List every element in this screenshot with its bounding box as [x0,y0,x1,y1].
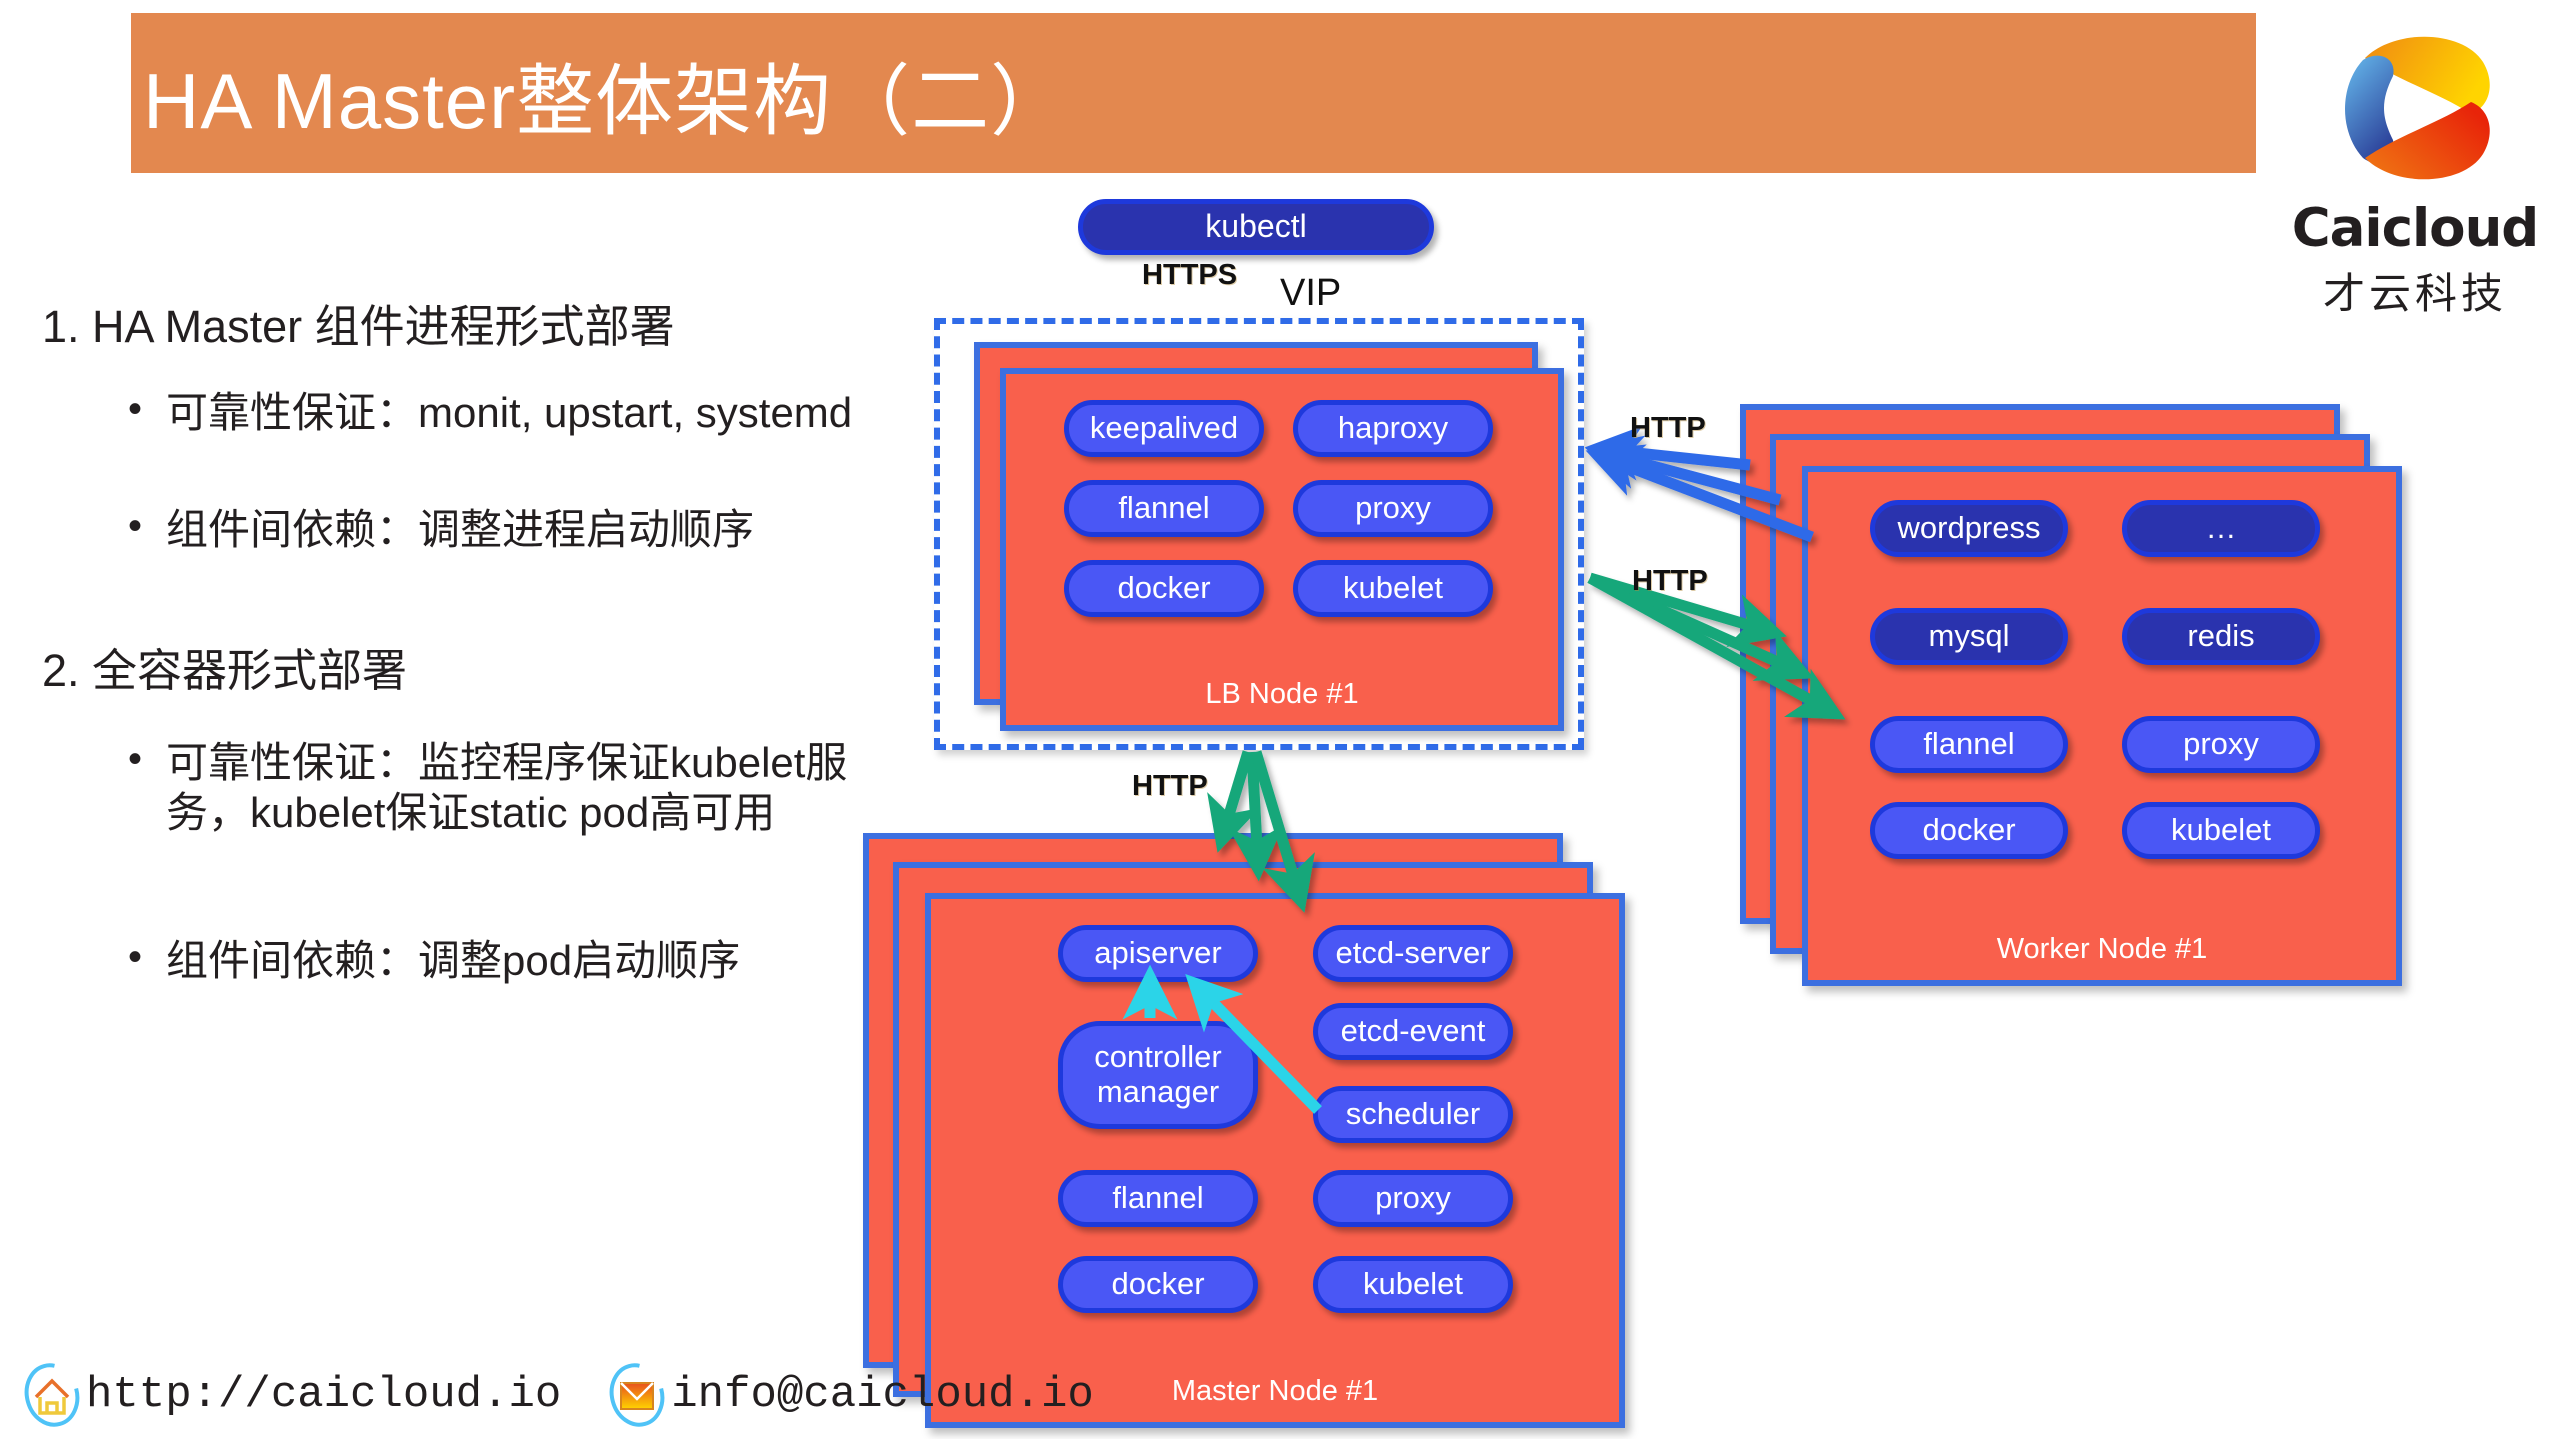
lb-pill-proxy[interactable]: proxy [1293,480,1493,537]
master-pill-etcd-server[interactable]: etcd-server [1313,925,1513,982]
section-1-bullet-1: 可靠性保证：monit, upstart, systemd [120,386,880,438]
contact-email[interactable]: info@caicloud.io [671,1370,1094,1420]
worker-node-label: Worker Node #1 [1996,933,2208,965]
lb-pill-flannel[interactable]: flannel [1064,480,1264,537]
master-pill-etcd-event[interactable]: etcd-event [1313,1003,1513,1060]
email-icon [605,1363,669,1427]
section-1-bullet-2: 组件间依赖：调整进程启动顺序 [120,503,880,555]
title-banner [131,13,2256,173]
label-http-lb-to-master: HTTP [1132,770,1208,802]
lb-pill-haproxy[interactable]: haproxy [1293,400,1493,457]
master-node-label: Master Node #1 [1171,1375,1379,1407]
worker-pill-flannel[interactable]: flannel [1870,716,2068,773]
caicloud-c-mark [2345,36,2490,180]
lb-pill-keepalived[interactable]: keepalived [1064,400,1264,457]
master-pill-apiserver[interactable]: apiserver [1058,925,1258,982]
website-url[interactable]: http://caicloud.io [86,1370,562,1420]
master-pill-kubelet[interactable]: kubelet [1313,1256,1513,1313]
lb-pill-kubelet[interactable]: kubelet [1293,560,1493,617]
master-node-card-1[interactable]: Master Node #1 [925,893,1625,1428]
worker-pill-proxy[interactable]: proxy [2122,716,2320,773]
kubectl-node[interactable]: kubectl [1078,199,1434,255]
lb-node-label: LB Node #1 [1205,678,1359,710]
page-title: HA Master整体架构（二） [143,57,1070,145]
section-2-heading: 2. 全容器形式部署 [42,645,408,696]
logo-wordmark: Caicloud [2291,198,2540,259]
label-http-worker-to-lb: HTTP [1630,412,1706,444]
master-pill-flannel[interactable]: flannel [1058,1170,1258,1227]
master-pill-docker[interactable]: docker [1058,1256,1258,1313]
footer-bar: http://caicloud.io info@caicloud.io [20,1360,1094,1430]
section-2-bullet-1: 可靠性保证：监控程序保证kubelet服务，kubelet保证static po… [120,736,880,837]
worker-pill-redis[interactable]: redis [2122,608,2320,665]
section-1-heading: 1. HA Master 组件进程形式部署 [42,301,675,352]
worker-pill-kubelet[interactable]: kubelet [2122,802,2320,859]
master-pill-scheduler[interactable]: scheduler [1313,1086,1513,1143]
label-http-lb-to-worker: HTTP [1632,565,1708,597]
master-pill-proxy[interactable]: proxy [1313,1170,1513,1227]
home-icon [20,1363,84,1427]
section-2-bullet-2: 组件间依赖：调整pod启动顺序 [120,934,880,986]
logo-subtitle: 才云科技 [2322,270,2507,317]
lb-pill-docker[interactable]: docker [1064,560,1264,617]
worker-pill-mysql[interactable]: mysql [1870,608,2068,665]
worker-pill-wordpress[interactable]: wordpress [1870,500,2068,557]
label-https: HTTPS [1142,259,1238,291]
label-vip: VIP [1280,272,1342,314]
worker-pill-docker[interactable]: docker [1870,802,2068,859]
caicloud-logo: Caicloud 才云科技 [2285,20,2545,317]
worker-pill-ellipsis[interactable]: … [2122,500,2320,557]
